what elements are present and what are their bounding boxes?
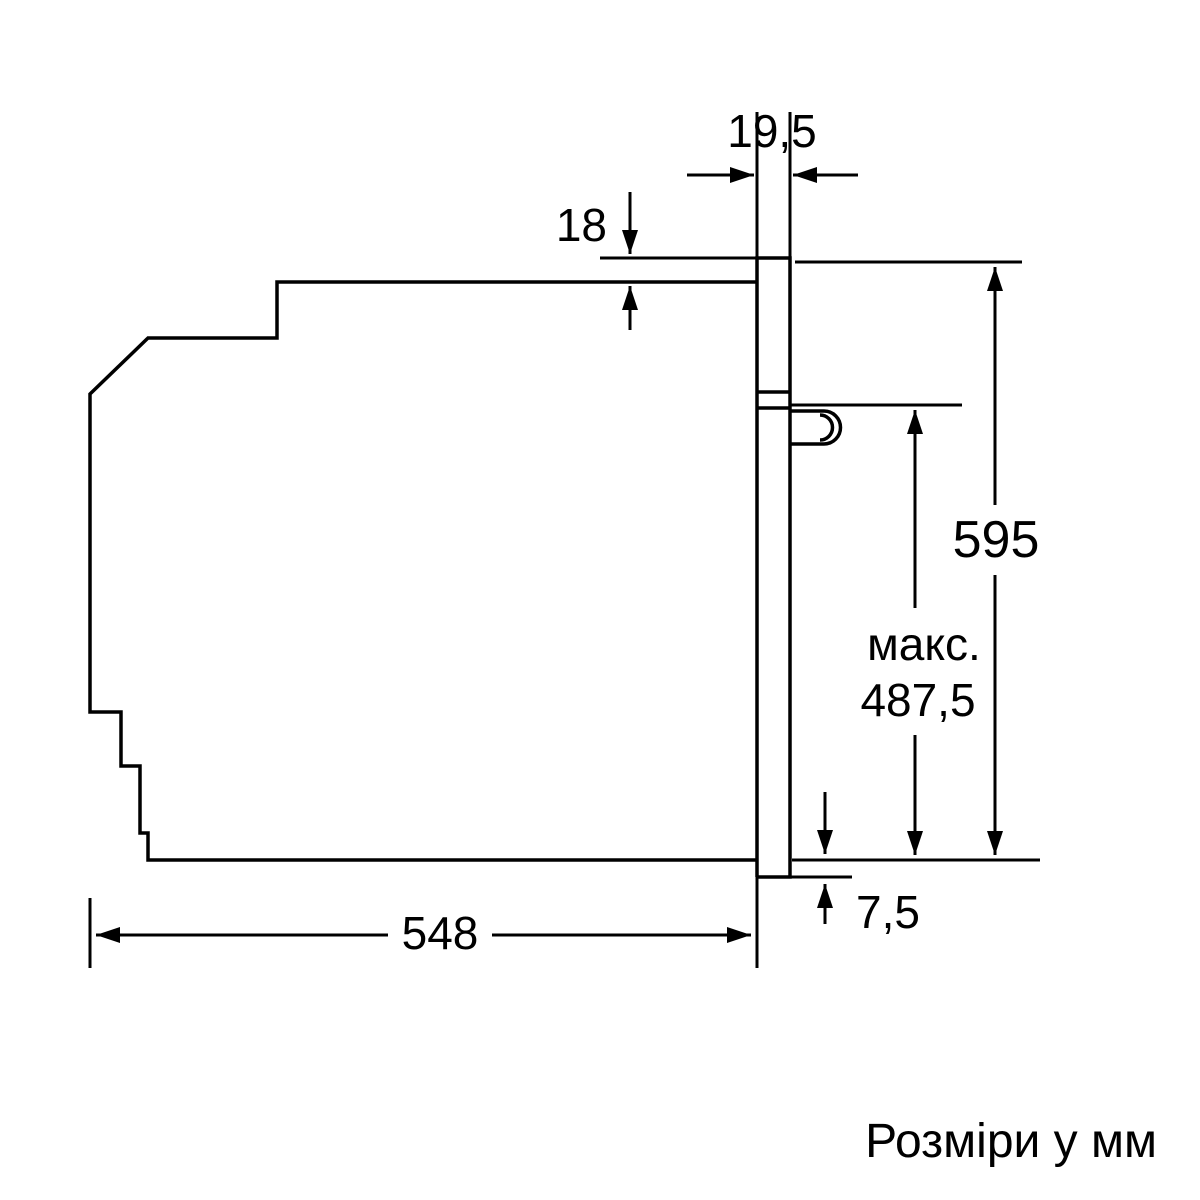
dimension-label-19-5: 19,5	[727, 105, 817, 157]
dimension-body-depth: 548	[88, 877, 759, 968]
door-handle	[790, 409, 843, 446]
dimension-label-7-5: 7,5	[856, 886, 920, 938]
dimension-label-595: 595	[953, 511, 1040, 569]
oven-door-outline	[755, 256, 792, 879]
oven-side-profile	[88, 256, 843, 879]
dimension-label-max: макс.	[867, 618, 981, 670]
dimension-top-overhang: 18	[556, 192, 757, 330]
oven-body-outline	[88, 280, 757, 862]
door-handle-inner-line	[819, 413, 835, 442]
units-caption: Розміри у мм	[865, 1115, 1157, 1168]
dimension-label-487-5: 487,5	[860, 674, 975, 726]
dimension-bottom-offset: 7,5	[790, 792, 920, 938]
dimension-max-height: макс. 487,5	[790, 403, 981, 855]
dimension-label-18: 18	[556, 199, 607, 251]
dimension-total-height: 595	[792, 260, 1040, 862]
dimension-front-panel-depth: 19,5	[687, 105, 858, 258]
dimension-label-548: 548	[402, 907, 479, 959]
